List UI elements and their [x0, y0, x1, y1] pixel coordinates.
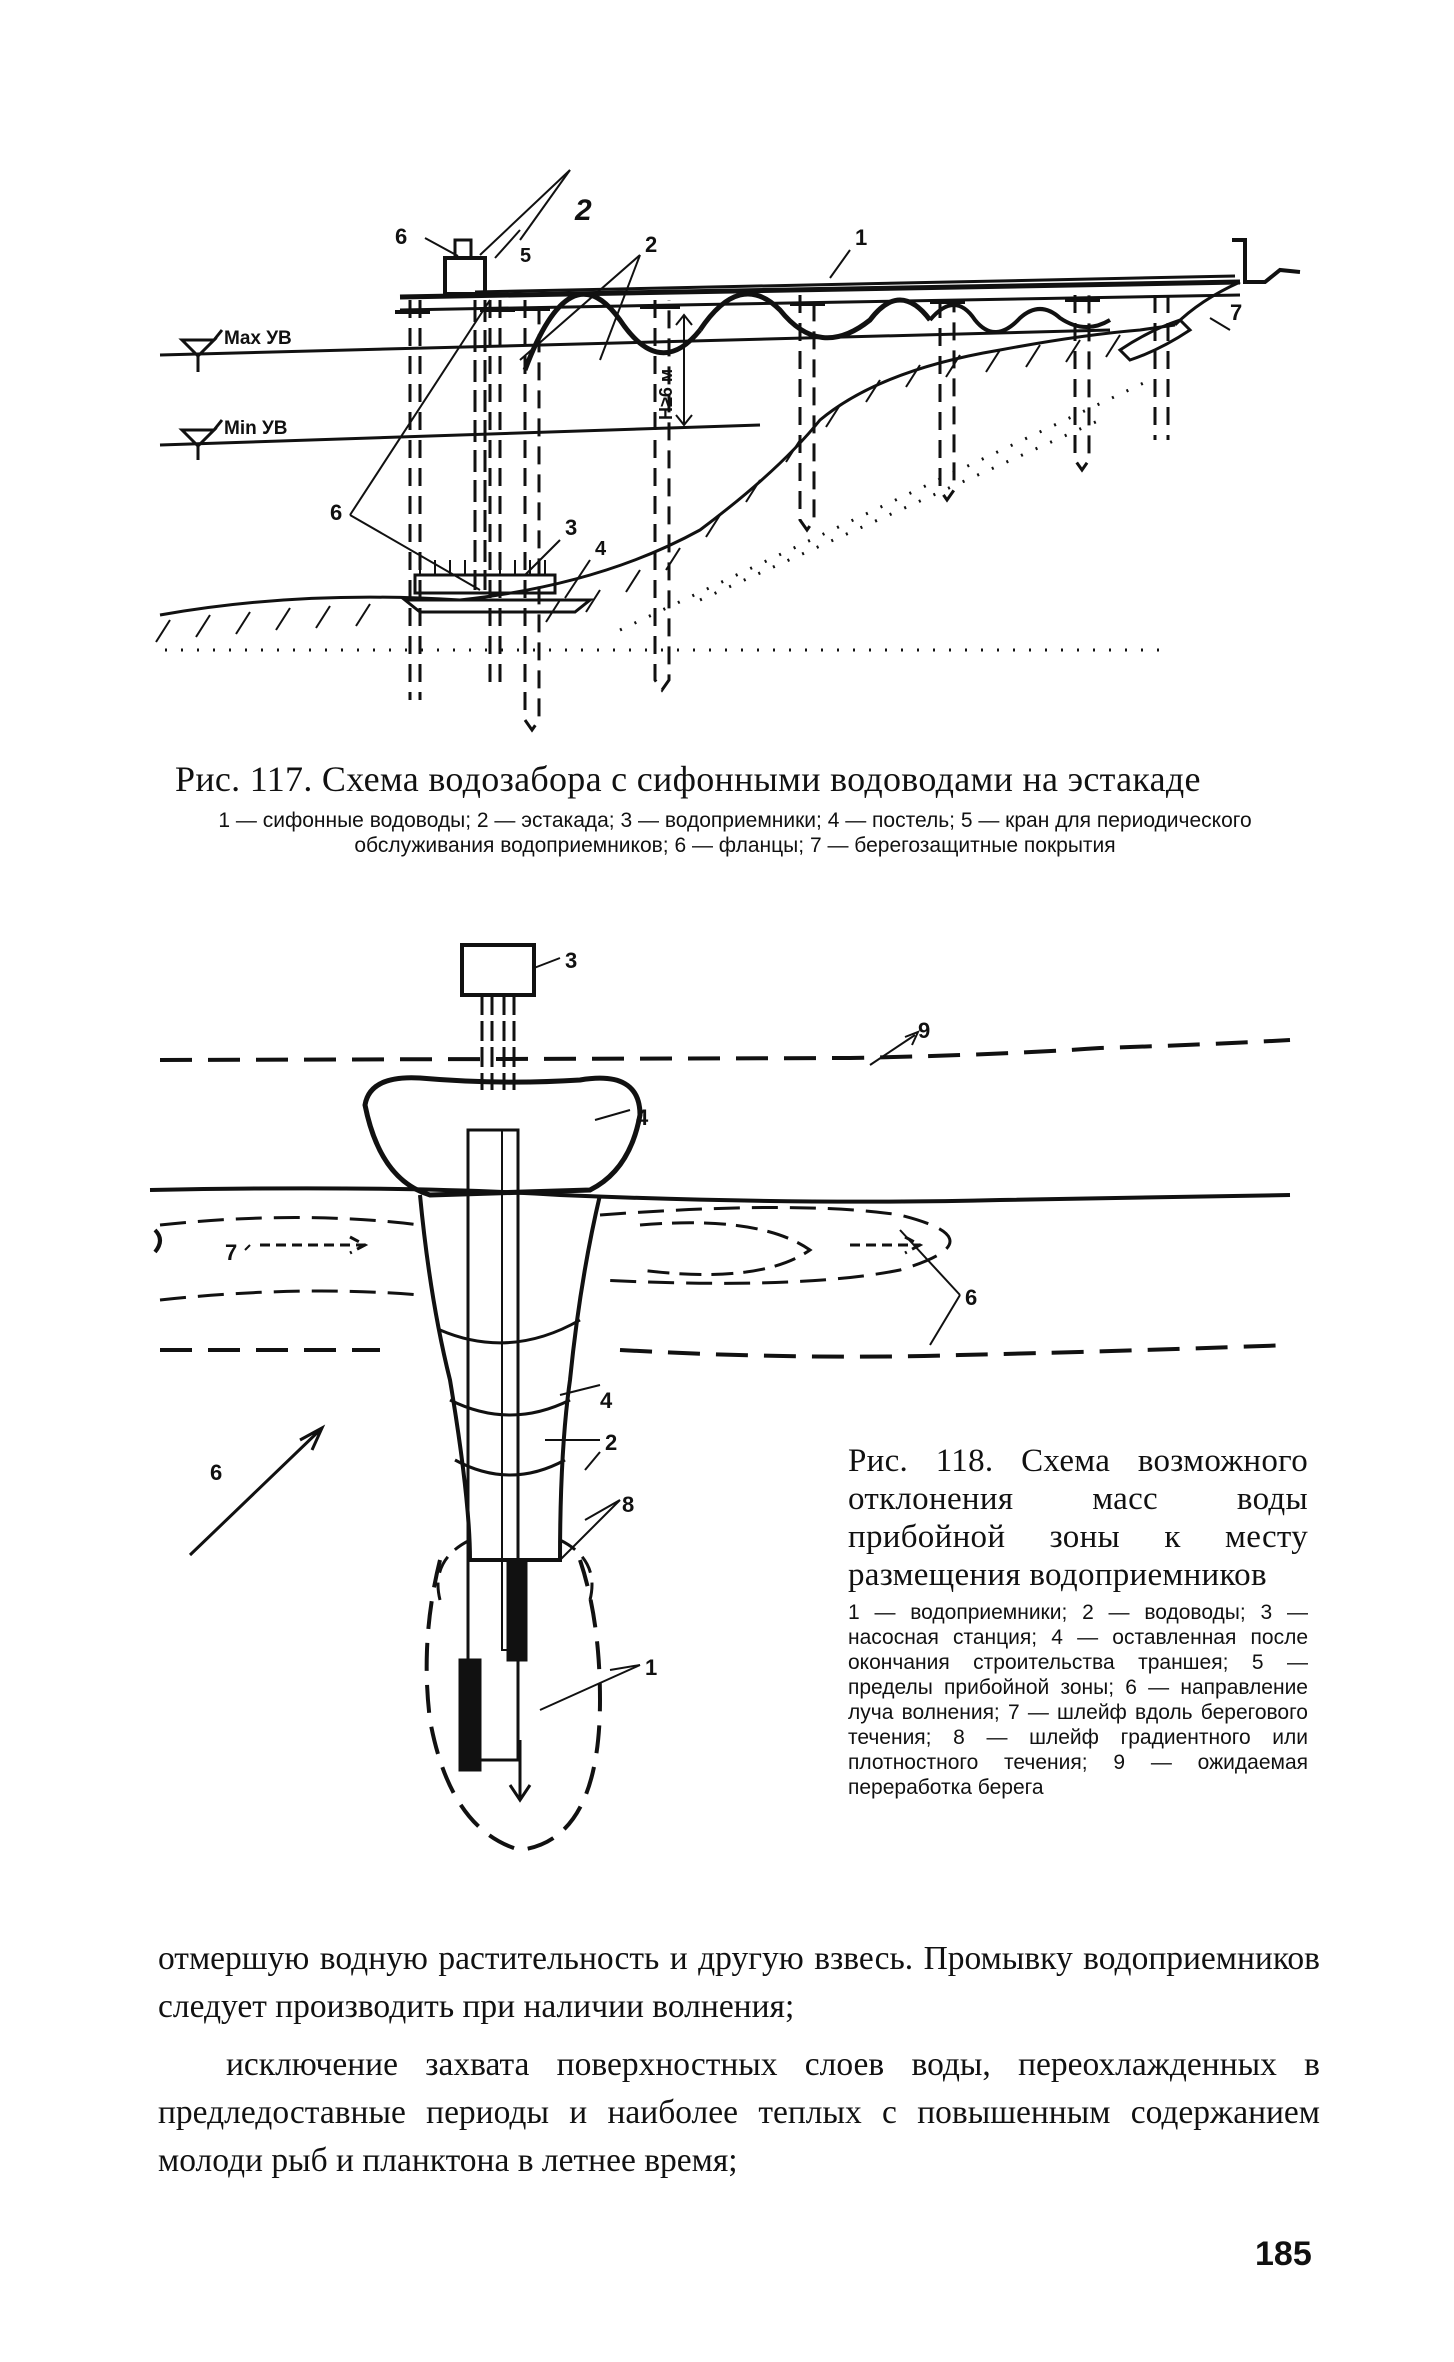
fig118-label-7: 7 [225, 1240, 237, 1265]
fig117-label-2a: 2 [574, 194, 592, 227]
body-paragraph-1: отмершую водную растительность и другую … [158, 1940, 1320, 2025]
page-number: 185 [1255, 2235, 1312, 2273]
fig118-label-4a: 4 [636, 1105, 649, 1130]
fig118-label-1: 1 [645, 1655, 657, 1680]
fig118-label-8: 8 [622, 1492, 634, 1517]
fig117-label-3: 3 [565, 515, 577, 540]
fig118-label-6a: 6 [965, 1285, 977, 1310]
fig118-label-3: 3 [565, 948, 577, 973]
fig118-caption-text: 1 — водоприемники; 2 — водоводы; 3 — нас… [848, 1601, 1308, 1799]
fig117-label-1: 1 [855, 225, 867, 250]
fig117-label-2b: 2 [645, 232, 657, 257]
fig117-label-7: 7 [1230, 300, 1242, 325]
fig118-caption-title: Рис. 118. Схема возможного отклонения ма… [848, 1443, 1308, 1593]
fig117-caption-title: Рис. 117. Схема водозабора с сифонными в… [175, 759, 1201, 799]
fig117-label-5: 5 [520, 245, 531, 267]
fig117-label-4: 4 [595, 538, 607, 560]
fig118-label-4b: 4 [600, 1388, 613, 1413]
fig117-h-dim: H≥6 м [656, 369, 676, 420]
fig117-label-6b: 6 [330, 500, 342, 525]
fig117-caption-text: 1 — сифонные водоводы; 2 — эстакада; 3 —… [218, 809, 1252, 857]
fig117-min-uv: Min УВ [224, 418, 288, 439]
fig118-label-9: 9 [918, 1018, 930, 1043]
fig118-label-6b: 6 [210, 1460, 222, 1485]
fig118-label-2: 2 [605, 1430, 617, 1455]
fig117-max-uv: Max УВ [224, 328, 292, 349]
body-text: отмершую водную растительность и другую … [158, 1935, 1320, 2185]
body-paragraph-2: исключение захвата поверхностных слоев в… [158, 2046, 1320, 2179]
fig117-label-6a: 6 [395, 224, 407, 249]
